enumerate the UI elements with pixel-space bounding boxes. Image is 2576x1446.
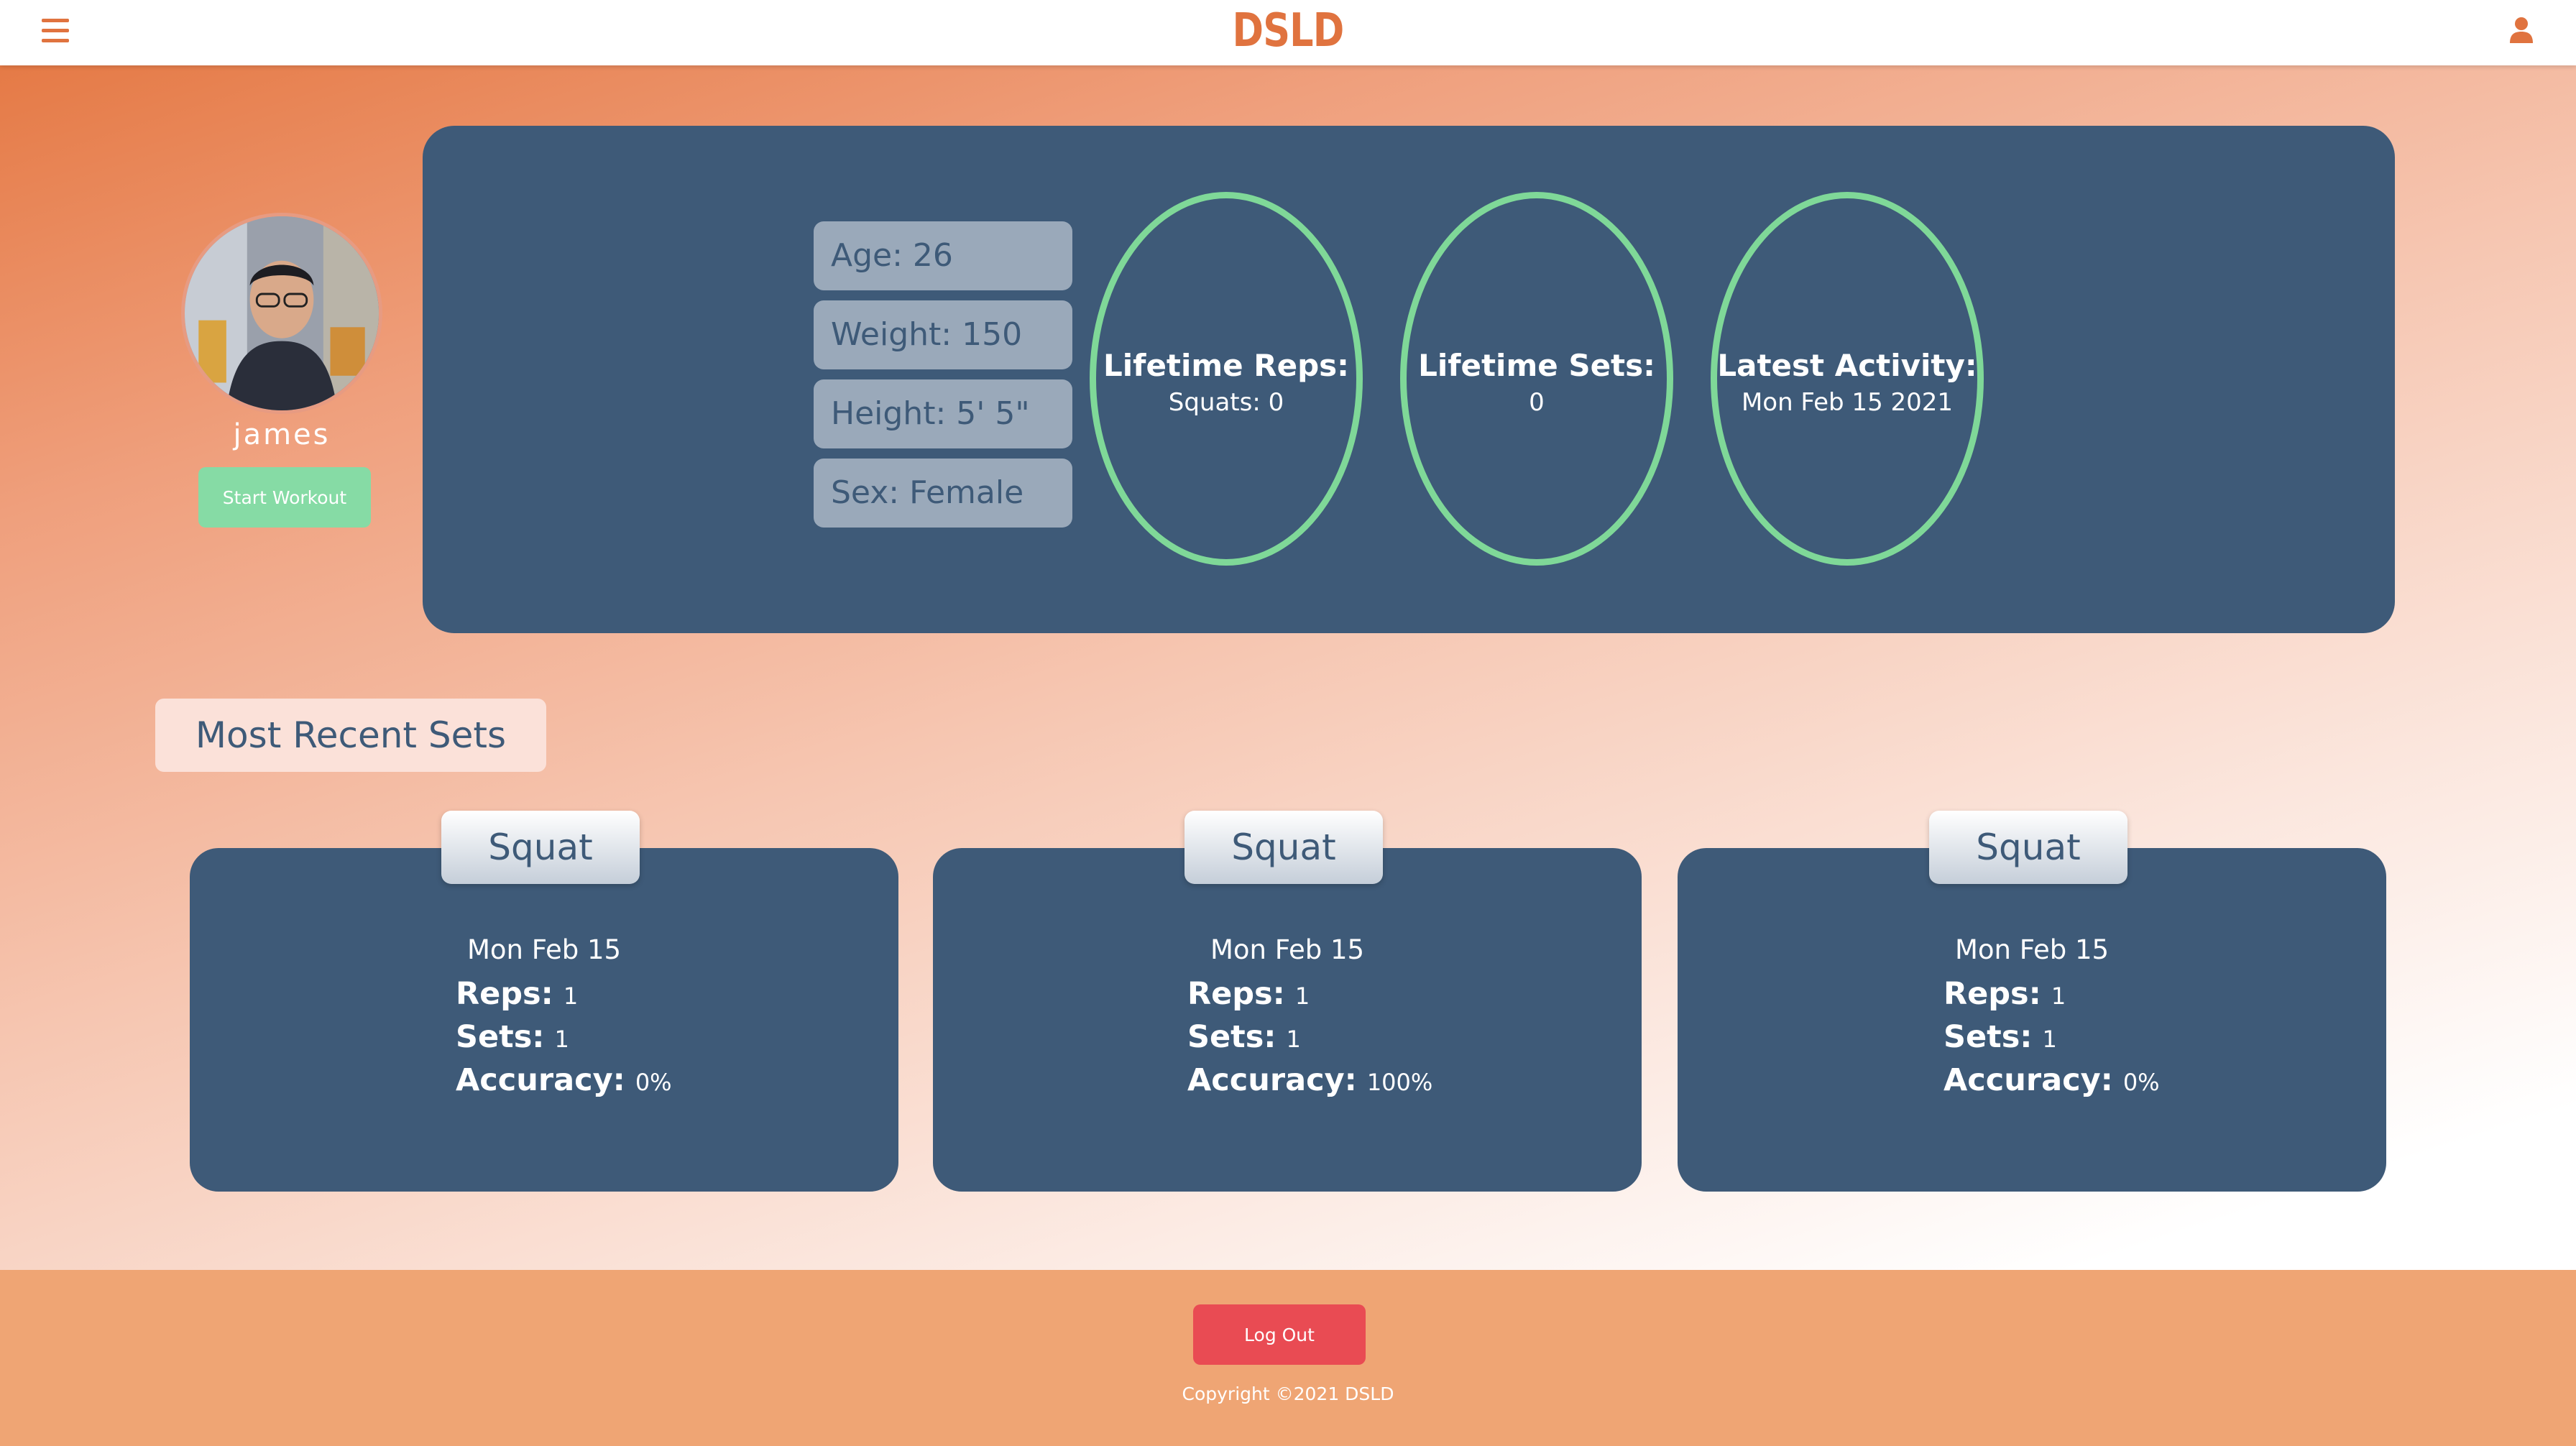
exercise-tag: Squat <box>441 811 640 884</box>
reps-label: Reps: <box>1187 976 1285 1012</box>
reps-label: Reps: <box>456 976 553 1012</box>
age-field: Age: 26 <box>814 221 1072 290</box>
avatar <box>181 213 382 414</box>
profile-username: james <box>233 418 331 451</box>
set-date: Mon Feb 15 <box>1954 934 2110 965</box>
set-date: Mon Feb 15 <box>466 934 622 965</box>
stats-panel: Age: 26 Weight: 150 Height: 5' 5" Sex: F… <box>423 126 2395 633</box>
lifetime-sets-value: 0 <box>1529 388 1545 417</box>
latest-activity-title: Latest Activity: <box>1717 348 1977 383</box>
reps-row: Reps: 1 <box>456 976 578 1012</box>
height-field: Height: 5' 5" <box>814 379 1072 448</box>
lifetime-reps-title: Lifetime Reps: <box>1103 348 1349 383</box>
set-card: Squat Mon Feb 15 Reps:1 Sets:1 Accuracy:… <box>1678 811 2386 1192</box>
accuracy-value: 0% <box>635 1069 672 1096</box>
accuracy-value: 100% <box>1366 1069 1433 1096</box>
accuracy-value: 0% <box>2122 1069 2160 1096</box>
reps-label: Reps: <box>1944 976 2041 1012</box>
footer: Log Out Copyright ©2021 DSLD <box>0 1270 2576 1446</box>
accuracy-row: Accuracy: 0% <box>1944 1062 2160 1098</box>
latest-activity-stat: Latest Activity: Mon Feb 15 2021 <box>1711 192 1984 566</box>
sets-row: Sets: 1 <box>456 1019 569 1055</box>
sets-label: Sets: <box>1187 1019 1276 1055</box>
accuracy-row: Accuracy: 100% <box>1187 1062 1432 1098</box>
reps-row: Reps: 1 <box>1187 976 1310 1012</box>
copyright-text: Copyright ©2021 DSLD <box>1182 1383 1394 1404</box>
reps-value: 1 <box>563 982 579 1010</box>
accuracy-label: Accuracy: <box>1944 1062 2113 1098</box>
accuracy-label: Accuracy: <box>1187 1062 1357 1098</box>
sets-label: Sets: <box>456 1019 545 1055</box>
start-workout-button[interactable]: Start Workout <box>198 467 371 528</box>
set-card: Squat Mon Feb 15 Reps:1 Sets:1 Accuracy:… <box>933 811 1642 1192</box>
sets-label: Sets: <box>1944 1019 2033 1055</box>
most-recent-sets-heading: Most Recent Sets <box>155 699 546 772</box>
sets-value: 1 <box>2042 1026 2057 1053</box>
reps-value: 1 <box>1294 982 1310 1010</box>
sets-value: 1 <box>554 1026 569 1053</box>
accuracy-label: Accuracy: <box>456 1062 625 1098</box>
sets-value: 1 <box>1286 1026 1301 1053</box>
lifetime-reps-value: Squats: 0 <box>1168 388 1284 417</box>
reps-row: Reps: 1 <box>1944 976 2066 1012</box>
exercise-tag: Squat <box>1929 811 2128 884</box>
user-account-icon[interactable] <box>2508 16 2534 45</box>
set-card: Squat Mon Feb 15 Reps:1 Sets:1 Accuracy:… <box>190 811 898 1192</box>
reps-value: 1 <box>2051 982 2066 1010</box>
exercise-tag: Squat <box>1184 811 1383 884</box>
lifetime-sets-title: Lifetime Sets: <box>1418 348 1655 383</box>
latest-activity-value: Mon Feb 15 2021 <box>1741 388 1954 417</box>
lifetime-sets-stat: Lifetime Sets: 0 <box>1400 192 1673 566</box>
sets-row: Sets: 1 <box>1187 1019 1301 1055</box>
sex-field: Sex: Female <box>814 459 1072 528</box>
top-navigation-bar: DSLD <box>0 0 2576 65</box>
brand-logo[interactable]: DSLD <box>1232 4 1344 57</box>
log-out-button[interactable]: Log Out <box>1193 1304 1366 1365</box>
weight-field: Weight: 150 <box>814 300 1072 369</box>
hamburger-menu-icon[interactable] <box>42 17 69 45</box>
set-date: Mon Feb 15 <box>1210 934 1365 965</box>
accuracy-row: Accuracy: 0% <box>456 1062 672 1098</box>
lifetime-reps-stat: Lifetime Reps: Squats: 0 <box>1090 192 1363 566</box>
sets-row: Sets: 1 <box>1944 1019 2057 1055</box>
